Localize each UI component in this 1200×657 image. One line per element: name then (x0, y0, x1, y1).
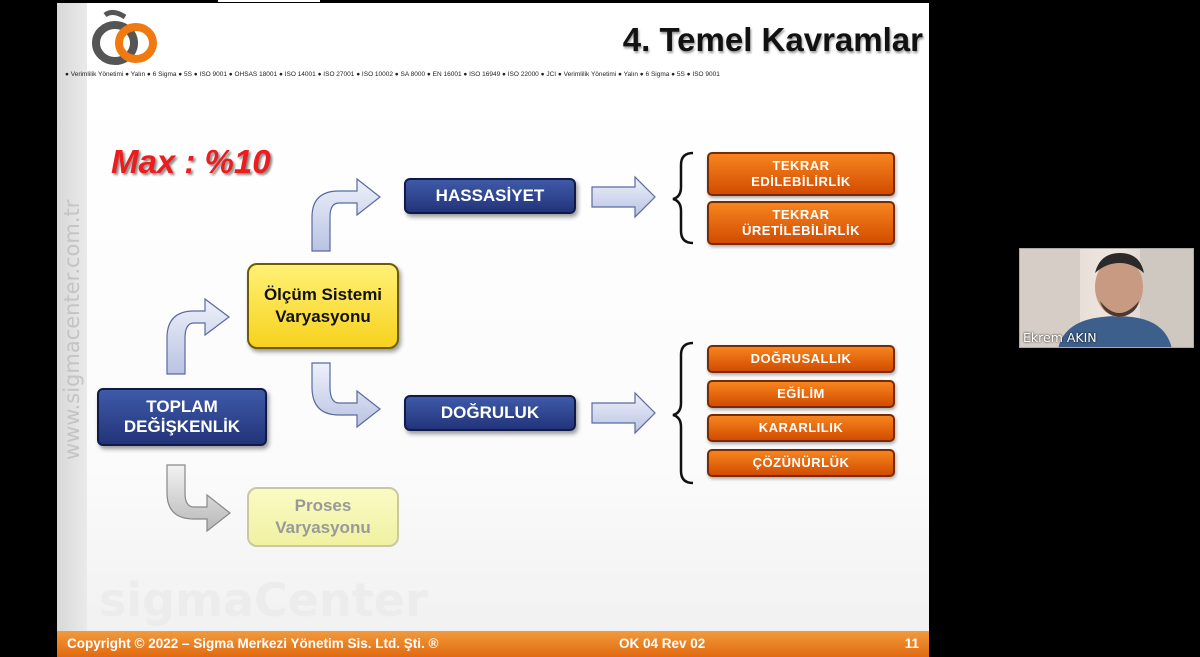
dogruluk-label: DOĞRULUK (440, 403, 540, 422)
slide-footer: Copyright © 2022 – Sigma Merkezi Yönetim… (57, 631, 929, 657)
toplam-degiskenlik-label: TOPLAM DEĞİŞKENLİK (123, 397, 241, 436)
participant-video-tile[interactable]: Ekrem AKIN (1019, 248, 1194, 348)
tekrar-uretilebilirlik-box: TEKRAR ÜRETİLEBİLİRLİK (707, 201, 895, 245)
curved-arrow-down-2 (166, 464, 231, 533)
window-tab-indicator (218, 0, 320, 2)
arrow-right-dogruluk (591, 391, 656, 435)
brace-hassasiyet (672, 151, 694, 245)
kararlilik-label: KARARLILIK (758, 420, 844, 435)
flow-arrows (166, 151, 694, 533)
footer-doc-code: OK 04 Rev 02 (619, 636, 706, 651)
participant-name-label: Ekrem AKIN (1023, 330, 1097, 345)
dogruluk-box: DOĞRULUK (404, 395, 576, 431)
tekrar-edilebilirlik-box: TEKRAR EDİLEBİLİRLİK (707, 152, 895, 196)
tekrar-edilebilirlik-label: TEKRAR EDİLEBİLİRLİK (751, 158, 851, 189)
toplam-degiskenlik-box: TOPLAM DEĞİŞKENLİK (97, 388, 267, 446)
cozunurluk-label: ÇÖZÜNÜRLÜK (752, 455, 850, 470)
footer-copyright: Copyright © 2022 – Sigma Merkezi Yönetim… (67, 636, 439, 651)
max-percent-note: Max : %10 (111, 143, 271, 180)
footer-page-number: 11 (904, 636, 919, 651)
cozunurluk-box: ÇÖZÜNÜRLÜK (707, 449, 895, 477)
curved-arrow-up-1 (166, 297, 230, 375)
proses-varyasyonu-label: Proses Varyasyonu (275, 496, 371, 537)
kararlilik-box: KARARLILIK (707, 414, 895, 442)
dogrusallik-label: DOĞRUSALLIK (750, 351, 852, 366)
dogrusallik-box: DOĞRUSALLIK (707, 345, 895, 373)
brace-dogruluk (672, 341, 694, 485)
participant-video-feed (1020, 249, 1193, 347)
curved-arrow-down-1 (311, 362, 381, 429)
hassasiyet-label: HASSASİYET (435, 186, 545, 205)
olcum-sistemi-label: Ölçüm Sistemi Varyasyonu (263, 285, 383, 326)
presentation-slide: www.sigmacenter.com.tr 4. Temel Kavramla… (57, 3, 929, 657)
tekrar-uretilebilirlik-label: TEKRAR ÜRETİLEBİLİRLİK (742, 207, 860, 238)
proses-varyasyonu-box: Proses Varyasyonu (247, 487, 399, 547)
arrow-right-hassasiyet (591, 175, 656, 219)
hassasiyet-box: HASSASİYET (404, 178, 576, 214)
egilim-label: EĞİLİM (777, 386, 825, 401)
slide-title: 4. Temel Kavramlar (622, 21, 923, 58)
side-band: www.sigmacenter.com.tr (57, 3, 87, 657)
olcum-sistemi-box: Ölçüm Sistemi Varyasyonu (247, 263, 399, 349)
egilim-box: EĞİLİM (707, 380, 895, 408)
standards-ticker: ● Verimlilik Yönetimi ● Yalın ● 6 Sigma … (65, 71, 720, 78)
curved-arrow-up-2 (311, 177, 381, 252)
sigma-logo-icon (92, 9, 157, 65)
brand-watermark: sigmaCenter (99, 573, 428, 627)
